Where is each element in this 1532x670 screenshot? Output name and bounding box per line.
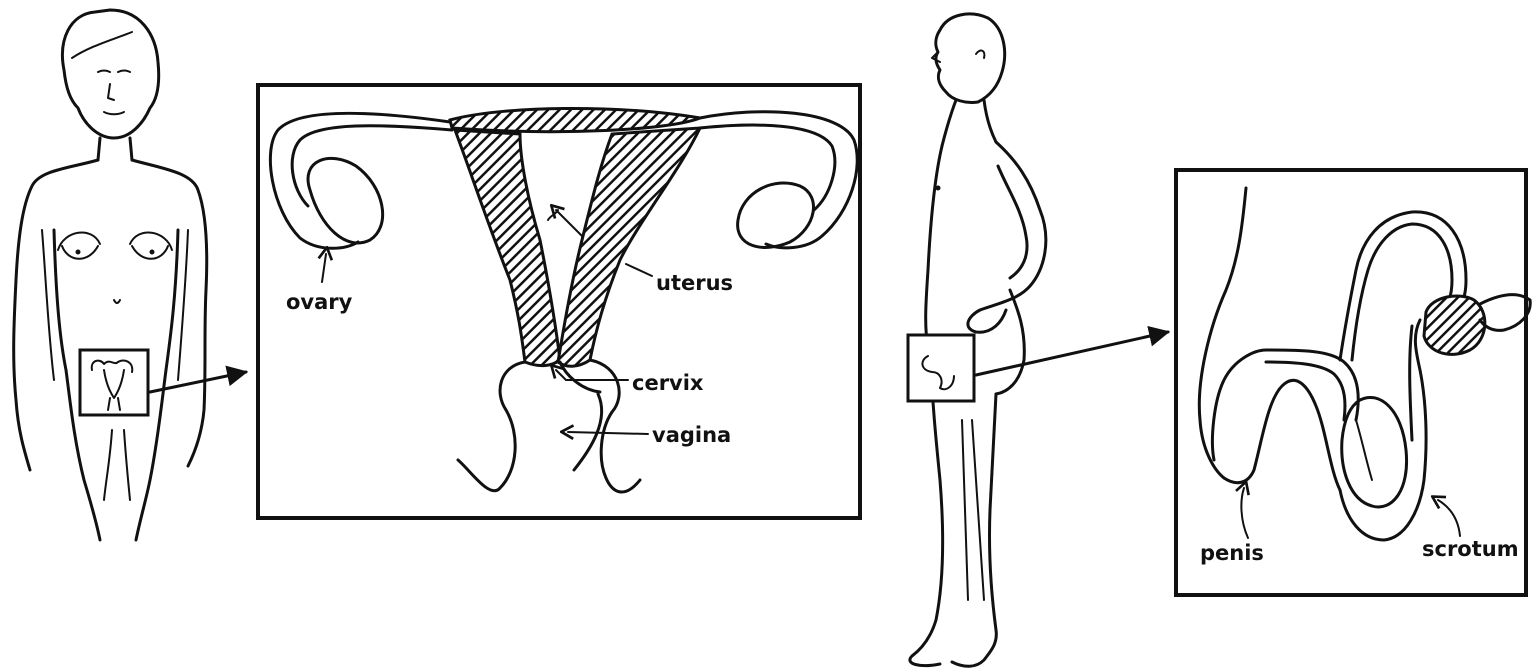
label-ovary: ovary <box>286 290 353 314</box>
male-detail-frame <box>1176 170 1526 595</box>
label-penis: penis <box>1200 541 1264 565</box>
label-uterus: uterus <box>656 271 733 295</box>
female-figure <box>14 10 207 540</box>
female-inset-box <box>80 350 148 415</box>
male-zoom-arrow <box>976 332 1168 375</box>
label-vagina: vagina <box>652 423 731 447</box>
male-inset-box <box>908 335 974 401</box>
label-cervix: cervix <box>632 371 704 395</box>
label-scrotum: scrotum <box>1422 537 1519 561</box>
seminal-vesicle <box>1424 296 1485 354</box>
